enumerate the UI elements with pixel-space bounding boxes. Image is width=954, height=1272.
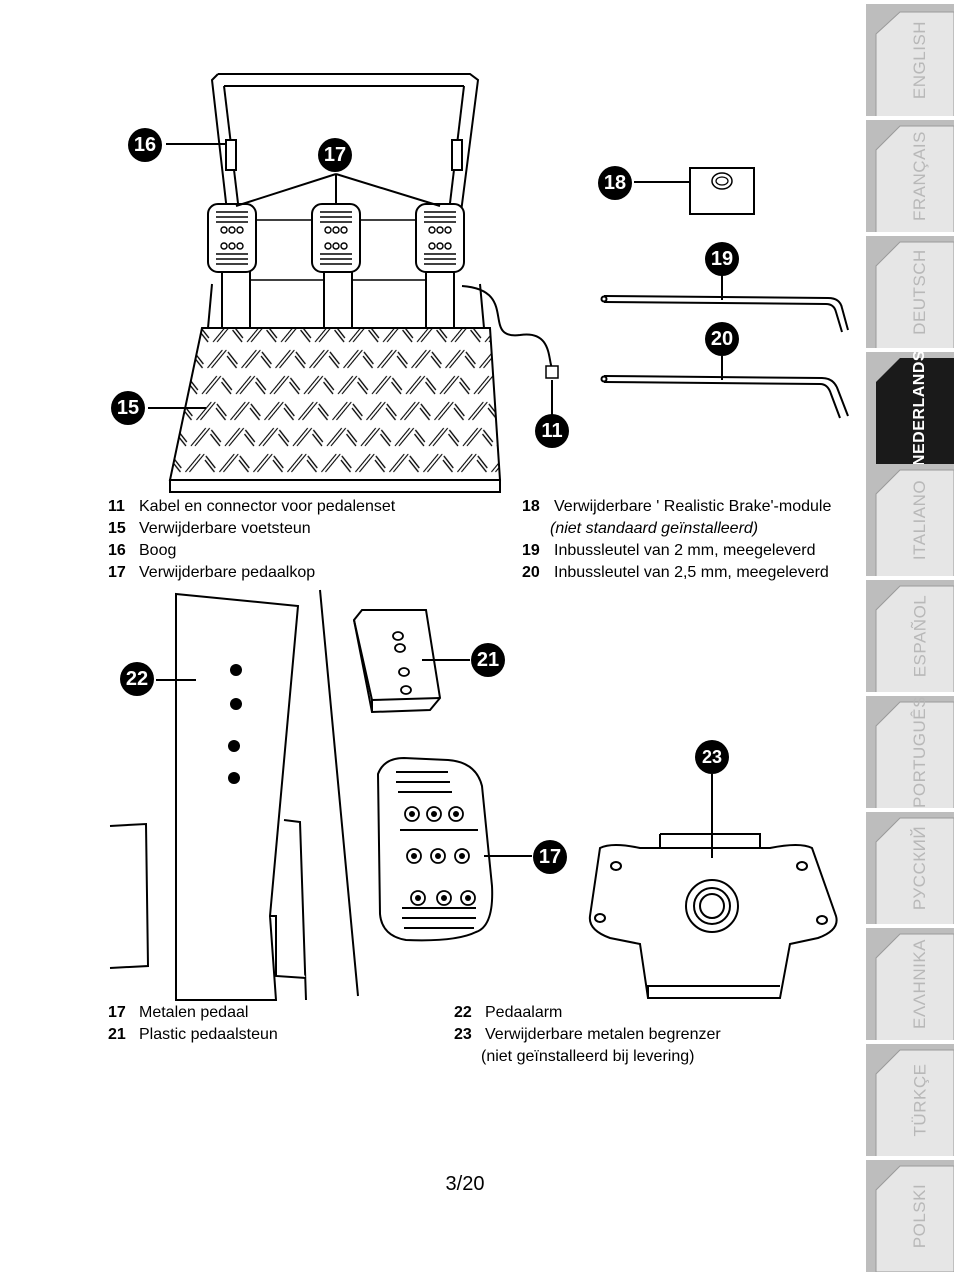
tab-russian[interactable]: РУССКИЙ bbox=[866, 812, 954, 924]
tab-turkce[interactable]: TÜRKÇE bbox=[866, 1044, 954, 1156]
caption-number: 11 bbox=[108, 498, 125, 515]
tab-nederlands[interactable]: NEDERLANDS bbox=[866, 349, 954, 467]
callout-label: 15 bbox=[116, 396, 140, 419]
tab-label: TÜRKÇE bbox=[910, 1063, 929, 1137]
caption-number: 15 bbox=[108, 520, 126, 537]
caption-text: Metalen pedaal bbox=[139, 1004, 249, 1021]
caption-number: 23 bbox=[454, 1026, 472, 1043]
caption-21: 21 Plastic pedaalsteun bbox=[108, 1024, 278, 1046]
tab-shape bbox=[866, 812, 954, 924]
tab-greek[interactable]: ΕΛΛΗΝΙΚΑ bbox=[866, 928, 954, 1040]
caption-18-note: (niet standaard geïnstalleerd) bbox=[550, 518, 758, 540]
caption-number: 20 bbox=[522, 564, 540, 581]
callout-17-metal: 17 bbox=[533, 840, 567, 874]
callout-label: 23 bbox=[701, 746, 723, 767]
callout-label: 17 bbox=[323, 143, 347, 166]
callout-label: 16 bbox=[133, 133, 157, 156]
tab-label: ITALIANO bbox=[909, 479, 929, 561]
caption-number: 17 bbox=[108, 1004, 126, 1021]
tab-shape bbox=[866, 1160, 954, 1272]
tab-shape bbox=[866, 352, 954, 464]
caption-17-metal: 17 Metalen pedaal bbox=[108, 1002, 248, 1024]
caption-17: 17 Verwijderbare pedaalkop bbox=[108, 562, 315, 584]
tab-deutsch[interactable]: DEUTSCH bbox=[866, 236, 954, 348]
caption-19: 19 Inbussleutel van 2 mm, meegeleverd bbox=[522, 540, 815, 562]
caption-18: 18 Verwijderbare ' Realistic Brake'-modul… bbox=[522, 496, 831, 518]
caption-22: 22 Pedaalarm bbox=[454, 1002, 562, 1024]
callout-label: 19 bbox=[710, 247, 734, 270]
tab-shape bbox=[866, 4, 954, 116]
callout-label: 21 bbox=[476, 648, 500, 671]
tab-label: ΕΛΛΗΝΙΚΑ bbox=[910, 938, 930, 1030]
callout-22: 22 bbox=[120, 662, 154, 696]
caption-23: 23 Verwijderbare metalen begrenzer bbox=[454, 1024, 721, 1046]
callout-label: 20 bbox=[710, 327, 734, 350]
caption-16: 16 Boog bbox=[108, 540, 176, 562]
caption-text: Boog bbox=[139, 542, 177, 559]
tab-espanol[interactable]: ESPAÑOL bbox=[866, 580, 954, 692]
callout-21: 21 bbox=[471, 643, 505, 677]
tab-english[interactable]: ENGLISH bbox=[866, 4, 954, 116]
tab-label: DEUTSCH bbox=[909, 249, 929, 335]
caption-11: 11 Kabel en connector voor pedalenset bbox=[108, 496, 395, 518]
callout-label: 18 bbox=[603, 171, 627, 194]
callout-23: 23 bbox=[695, 740, 729, 774]
caption-text: (niet standaard geïnstalleerd) bbox=[550, 520, 759, 537]
caption-23-note: (niet geïnstalleerd bij levering) bbox=[481, 1046, 694, 1068]
caption-text: Inbussleutel van 2 mm, meegeleverd bbox=[554, 542, 816, 559]
tab-shape bbox=[866, 696, 954, 808]
tab-francais[interactable]: FRANÇAIS bbox=[866, 120, 954, 232]
caption-text: Verwijderbare metalen begrenzer bbox=[485, 1026, 721, 1043]
tab-shape bbox=[866, 464, 954, 576]
tab-shape bbox=[866, 1044, 954, 1156]
caption-20: 20 Inbussleutel van 2,5 mm, meegeleverd bbox=[522, 562, 829, 584]
caption-text: Plastic pedaalsteun bbox=[139, 1026, 278, 1043]
caption-number: 18 bbox=[522, 498, 540, 515]
caption-text: Verwijderbare voetsteun bbox=[139, 520, 311, 537]
tab-shape bbox=[866, 120, 954, 232]
tab-shape bbox=[866, 580, 954, 692]
callout-11: 11 bbox=[535, 414, 569, 448]
pedal-set-illustration bbox=[148, 73, 849, 493]
caption-number: 17 bbox=[108, 564, 126, 581]
callout-label: 11 bbox=[541, 419, 563, 442]
pedal-parts-illustration bbox=[109, 589, 838, 1001]
tab-label: ESPAÑOL bbox=[910, 594, 929, 678]
tab-label: FRANÇAIS bbox=[910, 131, 929, 221]
callout-label: 22 bbox=[125, 667, 149, 690]
tab-label: NEDERLANDS bbox=[911, 349, 928, 467]
tab-label: РУССКИЙ bbox=[909, 825, 929, 911]
caption-text: Pedaalarm bbox=[485, 1004, 563, 1021]
tab-polski[interactable]: POLSKI bbox=[866, 1160, 954, 1272]
callout-label: 17 bbox=[538, 845, 562, 868]
callout-16: 16 bbox=[128, 128, 162, 162]
caption-number: 16 bbox=[108, 542, 126, 559]
caption-text: Verwijderbare pedaalkop bbox=[139, 564, 316, 581]
callout-17: 17 bbox=[318, 138, 352, 172]
tab-italiano[interactable]: ITALIANO bbox=[866, 464, 954, 576]
tab-label: POLSKI bbox=[909, 1183, 929, 1249]
caption-text: Kabel en connector voor pedalenset bbox=[139, 498, 396, 515]
tab-label: PORTUGUÊS bbox=[910, 696, 929, 808]
language-tabs: ENGLISH FRANÇAIS DEUTSCH NEDERLANDS ITAL… bbox=[866, 0, 954, 1272]
caption-number: 22 bbox=[454, 1004, 472, 1021]
tab-shape bbox=[866, 236, 954, 348]
tab-shape bbox=[866, 928, 954, 1040]
caption-number: 19 bbox=[522, 542, 540, 559]
page-number: 3/20 bbox=[445, 1173, 485, 1195]
callout-19: 19 bbox=[705, 242, 739, 276]
tab-label: ENGLISH bbox=[909, 20, 929, 100]
callout-18: 18 bbox=[598, 166, 632, 200]
caption-15: 15 Verwijderbare voetsteun bbox=[108, 518, 311, 540]
callout-15: 15 bbox=[111, 391, 145, 425]
caption-text: Inbussleutel van 2,5 mm, meegeleverd bbox=[554, 564, 829, 581]
caption-text: Verwijderbare ' Realistic Brake'-module bbox=[554, 498, 832, 515]
caption-number: 21 bbox=[108, 1026, 126, 1043]
callout-20: 20 bbox=[705, 322, 739, 356]
tab-portugues[interactable]: PORTUGUÊS bbox=[866, 696, 954, 808]
caption-text: (niet geïnstalleerd bij levering) bbox=[481, 1048, 695, 1065]
